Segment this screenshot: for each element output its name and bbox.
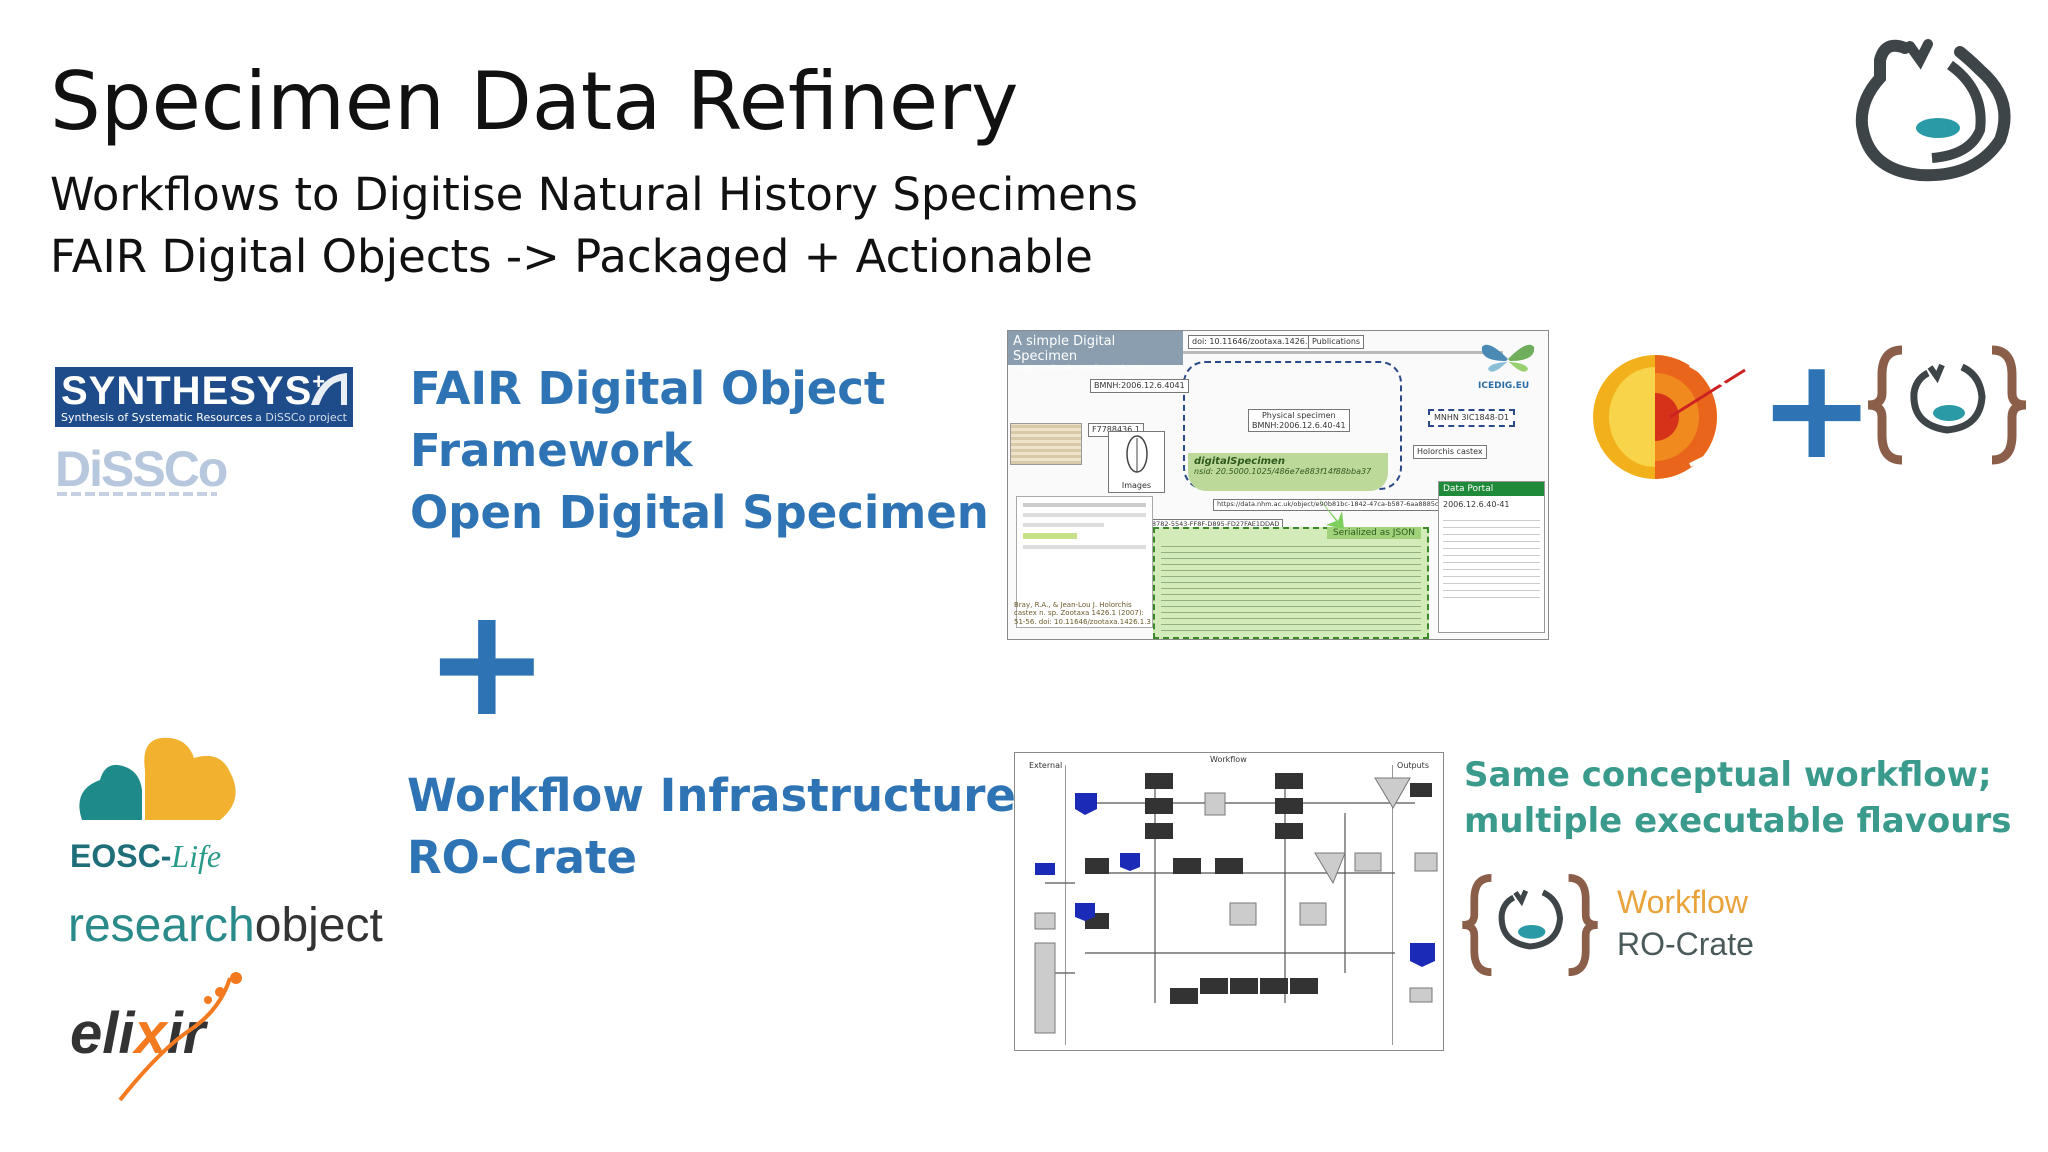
thumb-line (1023, 503, 1146, 507)
label-image-thumb (1010, 423, 1082, 465)
fdo-line3: Open Digital Specimen (410, 486, 989, 539)
arrow-down-icon (1316, 495, 1344, 529)
butterfly-icon (1481, 344, 1535, 372)
workflow-col-output: Outputs (1397, 761, 1429, 770)
workflow-diagram: Workflow External Outputs (1014, 752, 1444, 1051)
lane-divider (1392, 765, 1393, 1045)
eosc-life-logo: EOSC-Life (70, 838, 221, 875)
dissco-logo: DiSSCo (55, 441, 228, 497)
citation-text: Bray, R.A., & Jean-Lou J. Holorchis cast… (1014, 601, 1151, 626)
middle-plus: + (424, 576, 550, 750)
images-thumb: Images (1108, 431, 1165, 493)
node-physical-id: BMNH:2006.12.6.40-41 (1252, 420, 1346, 430)
thumb-line (1023, 545, 1146, 549)
diagram-bar (1183, 351, 1503, 354)
workflow-diagram-title: Workflow (1210, 755, 1247, 764)
fdo-line2: Framework (410, 424, 693, 477)
digital-specimen-diagram: A simple Digital Specimen Image Credit: … (1007, 330, 1549, 640)
conceptual-line1: Same conceptual workflow; (1464, 755, 1992, 795)
research-text: research (68, 899, 255, 952)
researchobject-logo: researchobject (68, 898, 383, 953)
elixir-helix-icon (118, 972, 242, 1102)
node-physical: Physical specimen BMNH:2006.12.6.40-41 (1248, 409, 1350, 433)
workflow-col-external: External (1029, 761, 1063, 770)
eosc-cloud-icon (79, 737, 236, 820)
workflow-line2: RO-Crate (407, 831, 638, 884)
node-physical-label: Physical specimen (1261, 411, 1336, 420)
json-box: Serialized as JSON (1153, 527, 1429, 639)
synthesys-name: SYNTHESYS (61, 369, 313, 413)
specimen-sketch-icon (1126, 435, 1148, 473)
thumb-line (1023, 523, 1104, 527)
node-mnhn: MNHN 3IC1848-D1 (1428, 409, 1515, 427)
data-portal-label: Data Portal (1439, 482, 1544, 496)
portal-id: 2006.12.6.40-41 (1443, 500, 1510, 509)
page-title: Specimen Data Refinery (50, 55, 1019, 148)
workflow-crate-line2: RO-Crate (1617, 926, 1754, 962)
ds-id: nsid: 20.5000.1025/486e7e883f14f88bba37 (1194, 467, 1372, 476)
images-label: Images (1121, 481, 1152, 490)
subtitle-fair: FAIR Digital Objects -> Packaged + Actio… (50, 230, 1093, 283)
diagram-doi: doi: 10.11646/zootaxa.1426.1.3 (1188, 335, 1325, 349)
json-lines (1161, 543, 1421, 631)
elixir-a: eli (70, 1001, 135, 1066)
thumb-highlight (1023, 533, 1077, 539)
synthesys-swoosh-icon (311, 373, 347, 405)
node-holotype: Holorchis castex (1413, 445, 1487, 459)
fdo-core-icon (1593, 355, 1746, 479)
elixir-logo: elixir (70, 1000, 205, 1067)
workflow-rocrate-brace-icon (1462, 874, 1598, 976)
flask-logo-icon (1855, 39, 2011, 182)
lane-divider (1065, 765, 1066, 1045)
diagram-header: A simple Digital Specimen (1013, 334, 1116, 364)
eosc-name: EOSC- (70, 838, 172, 874)
synthesys-tagline: Synthesis of Systematic Resources (61, 411, 253, 424)
ds-label: digitalSpecimen (1194, 456, 1285, 467)
serialized-label: Serialized as JSON (1326, 527, 1421, 539)
workflow-line1: Workflow Infrastructure (407, 769, 1016, 822)
synthesys-logo: SYNTHESYS+ Synthesis of Systematic Resou… (55, 367, 353, 427)
conceptual-line2: multiple executable flavours (1464, 801, 2012, 841)
object-text: object (254, 899, 383, 952)
synthesys-project: a DiSSCo project (255, 411, 347, 424)
diagram-header-box: A simple Digital Specimen Image Credit: … (1008, 331, 1183, 372)
subtitle-workflows: Workflows to Digitise Natural History Sp… (50, 168, 1138, 221)
ds-box: digitalSpecimen nsid: 20.5000.1025/486e7… (1188, 453, 1388, 491)
fdo-line1: FAIR Digital Object (410, 362, 886, 415)
diagram-credit: Image Credit: Alex Hardisty, Feb 2020 (1013, 364, 1147, 372)
workflow-rocrate-logo (1450, 865, 1610, 985)
portal-lines (1443, 517, 1540, 598)
treatment-thumb (1016, 496, 1153, 628)
workflow-graph (1034, 773, 1438, 1034)
rocrate-brace-icon (1867, 345, 2027, 465)
right-plus: + (1758, 328, 1876, 491)
icedig-label: ICEDIG.EU (1478, 381, 1530, 391)
node-bmnh: BMNH:2006.12.6.4041 (1090, 379, 1189, 393)
workflow-crate-line1: Workflow (1617, 884, 1748, 920)
diagram-publications: Publications (1308, 335, 1365, 349)
dissco-tagline-decor (57, 492, 217, 496)
rocrate-logo-top (1862, 335, 2032, 475)
data-portal-thumb: Data Portal 2006.12.6.40-41 (1438, 481, 1545, 633)
eosc-life: Life (171, 838, 222, 874)
thumb-line (1023, 513, 1146, 517)
